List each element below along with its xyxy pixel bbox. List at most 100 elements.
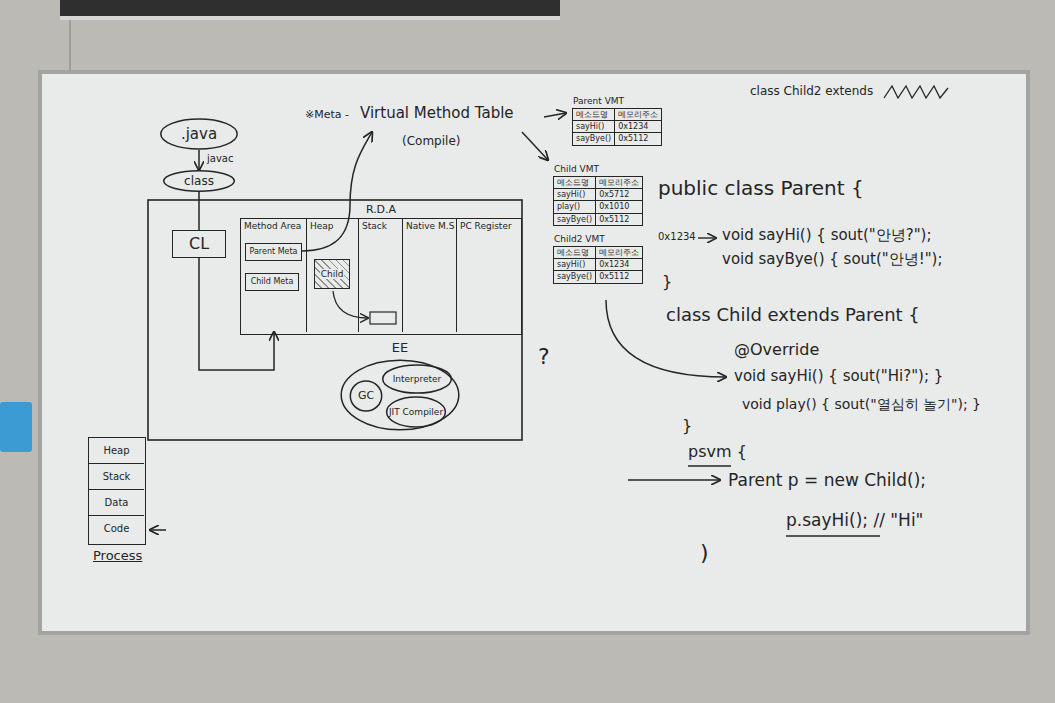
class-file: class <box>163 170 235 192</box>
segment-box: Heap <box>89 438 144 464</box>
meta-box: Parent Meta <box>245 243 302 261</box>
flow-connector <box>199 258 274 370</box>
node-label: Interpreter <box>393 374 442 385</box>
heading: EE <box>392 340 408 356</box>
code-line: void sayHi() { sout("Hi?"); } <box>734 367 943 385</box>
pointer-arrow <box>628 479 720 481</box>
table-cell: sayBye() <box>554 214 596 226</box>
code-line: class Child2 extends <box>750 84 873 98</box>
code-line: void play() { sout("열심히 놀기"); } <box>742 396 981 413</box>
vmt-arrow <box>544 113 566 117</box>
source-file: .java <box>160 118 238 150</box>
code-line: Parent p = new Child(); <box>728 470 926 490</box>
table-cell: sayBye() <box>554 271 596 283</box>
memory-column: Native M.S <box>403 219 457 332</box>
vmt-arrow <box>522 132 548 160</box>
vmt-table: Child VMT메소드명메모리주소sayHi()0x5712play()0x1… <box>553 176 643 226</box>
table-cell: 메모리주소 <box>596 247 643 259</box>
engine-part: JIT Compiler <box>386 396 446 428</box>
table-cell: sayHi() <box>554 259 596 271</box>
marker-tray <box>0 402 32 452</box>
node-label: Heap <box>307 219 358 234</box>
segment-box: Code <box>89 516 144 542</box>
reference-arrow <box>333 291 368 318</box>
node-label: Method Area <box>241 219 306 234</box>
class-loader: CL <box>172 230 226 258</box>
node-label: Code <box>104 523 130 535</box>
meta-box: Child Meta <box>245 273 299 291</box>
node-label: class <box>184 174 214 188</box>
whiteboard <box>40 72 1028 633</box>
table-title: Parent VMT <box>573 96 624 107</box>
memory-column: Method AreaParent MetaChild Meta <box>241 219 307 332</box>
node-label: GC <box>358 389 374 402</box>
node-label: Child <box>320 269 345 280</box>
memory-column: HeapChild <box>307 219 359 332</box>
node-label: CL <box>189 234 209 253</box>
node-label: Native M.S <box>403 219 456 234</box>
projector-screen-edge <box>60 16 560 20</box>
code-line: @Override <box>734 340 819 359</box>
edge-label: javac <box>207 153 233 165</box>
table-cell: 0x1234 <box>615 121 662 133</box>
table-title: Child VMT <box>554 164 599 175</box>
address-arrow <box>698 237 716 238</box>
node-label: PC Register <box>457 219 519 234</box>
code-line: p.sayHi(); // "Hi" <box>786 510 923 530</box>
node-label: Heap <box>103 445 129 457</box>
node-label: .java <box>181 125 217 143</box>
note: (Compile) <box>402 134 460 148</box>
code-line: psvm { <box>688 442 747 461</box>
address-note: 0x1234 <box>658 231 696 243</box>
memory-column: Stack <box>359 219 403 332</box>
question-mark: ? <box>538 344 550 370</box>
node-label: Data <box>105 497 129 509</box>
code-line: ) <box>700 540 709 566</box>
vmt-table: Child2 VMT메소드명메모리주소sayHi()0x1234sayBye()… <box>553 246 643 284</box>
table-cell: sayBye() <box>573 133 615 145</box>
meta-arrow <box>302 132 372 251</box>
code-line: void sayHi() { sout("안녕?"); <box>722 226 932 244</box>
node-label: JIT Compiler <box>389 407 443 418</box>
table-title: Child2 VMT <box>554 234 605 245</box>
code-line: class Child extends Parent { <box>666 304 920 326</box>
ellipse-shape <box>164 171 235 192</box>
node-label: Child Meta <box>251 277 294 287</box>
table-cell: 메소드명 <box>554 247 596 259</box>
segment-box: Data <box>89 490 144 516</box>
table-cell: 0x1234 <box>596 259 643 271</box>
code-line: } <box>682 416 692 435</box>
ellipse-shape <box>383 365 452 393</box>
jvm-box <box>148 200 522 440</box>
heading: Process <box>93 548 142 564</box>
underline <box>786 535 880 536</box>
table-cell: 0x5112 <box>596 271 643 283</box>
projector-screen <box>60 0 560 16</box>
table-cell: 메모리주소 <box>615 109 662 121</box>
memory-column: PC Register <box>457 219 519 332</box>
heap-object: Child <box>314 259 350 289</box>
flow-connector <box>198 192 200 230</box>
scribble <box>884 86 948 98</box>
code-line: void sayBye() { sout("안녕!"); <box>722 250 943 268</box>
table-cell: sayHi() <box>554 189 596 201</box>
ellipse-shape <box>341 360 459 430</box>
table-cell: 0x1010 <box>596 201 643 213</box>
ellipse-shape <box>161 119 237 149</box>
table-cell: 메소드명 <box>554 177 596 189</box>
code-line: } <box>662 272 672 291</box>
engine-part: Interpreter <box>382 364 452 394</box>
table-cell: 0x5112 <box>596 214 643 226</box>
runtime-data-area: R.D.AMethod AreaParent MetaChild MetaHea… <box>240 218 522 335</box>
engine-part: GC <box>350 380 382 412</box>
note-title: Virtual Method Table <box>360 104 514 122</box>
ellipse-shape <box>387 397 446 427</box>
table-cell: 0x5712 <box>596 189 643 201</box>
execution-engine: EEGCInterpreterJIT Compiler <box>340 358 460 432</box>
code-line: public class Parent { <box>658 176 864 200</box>
